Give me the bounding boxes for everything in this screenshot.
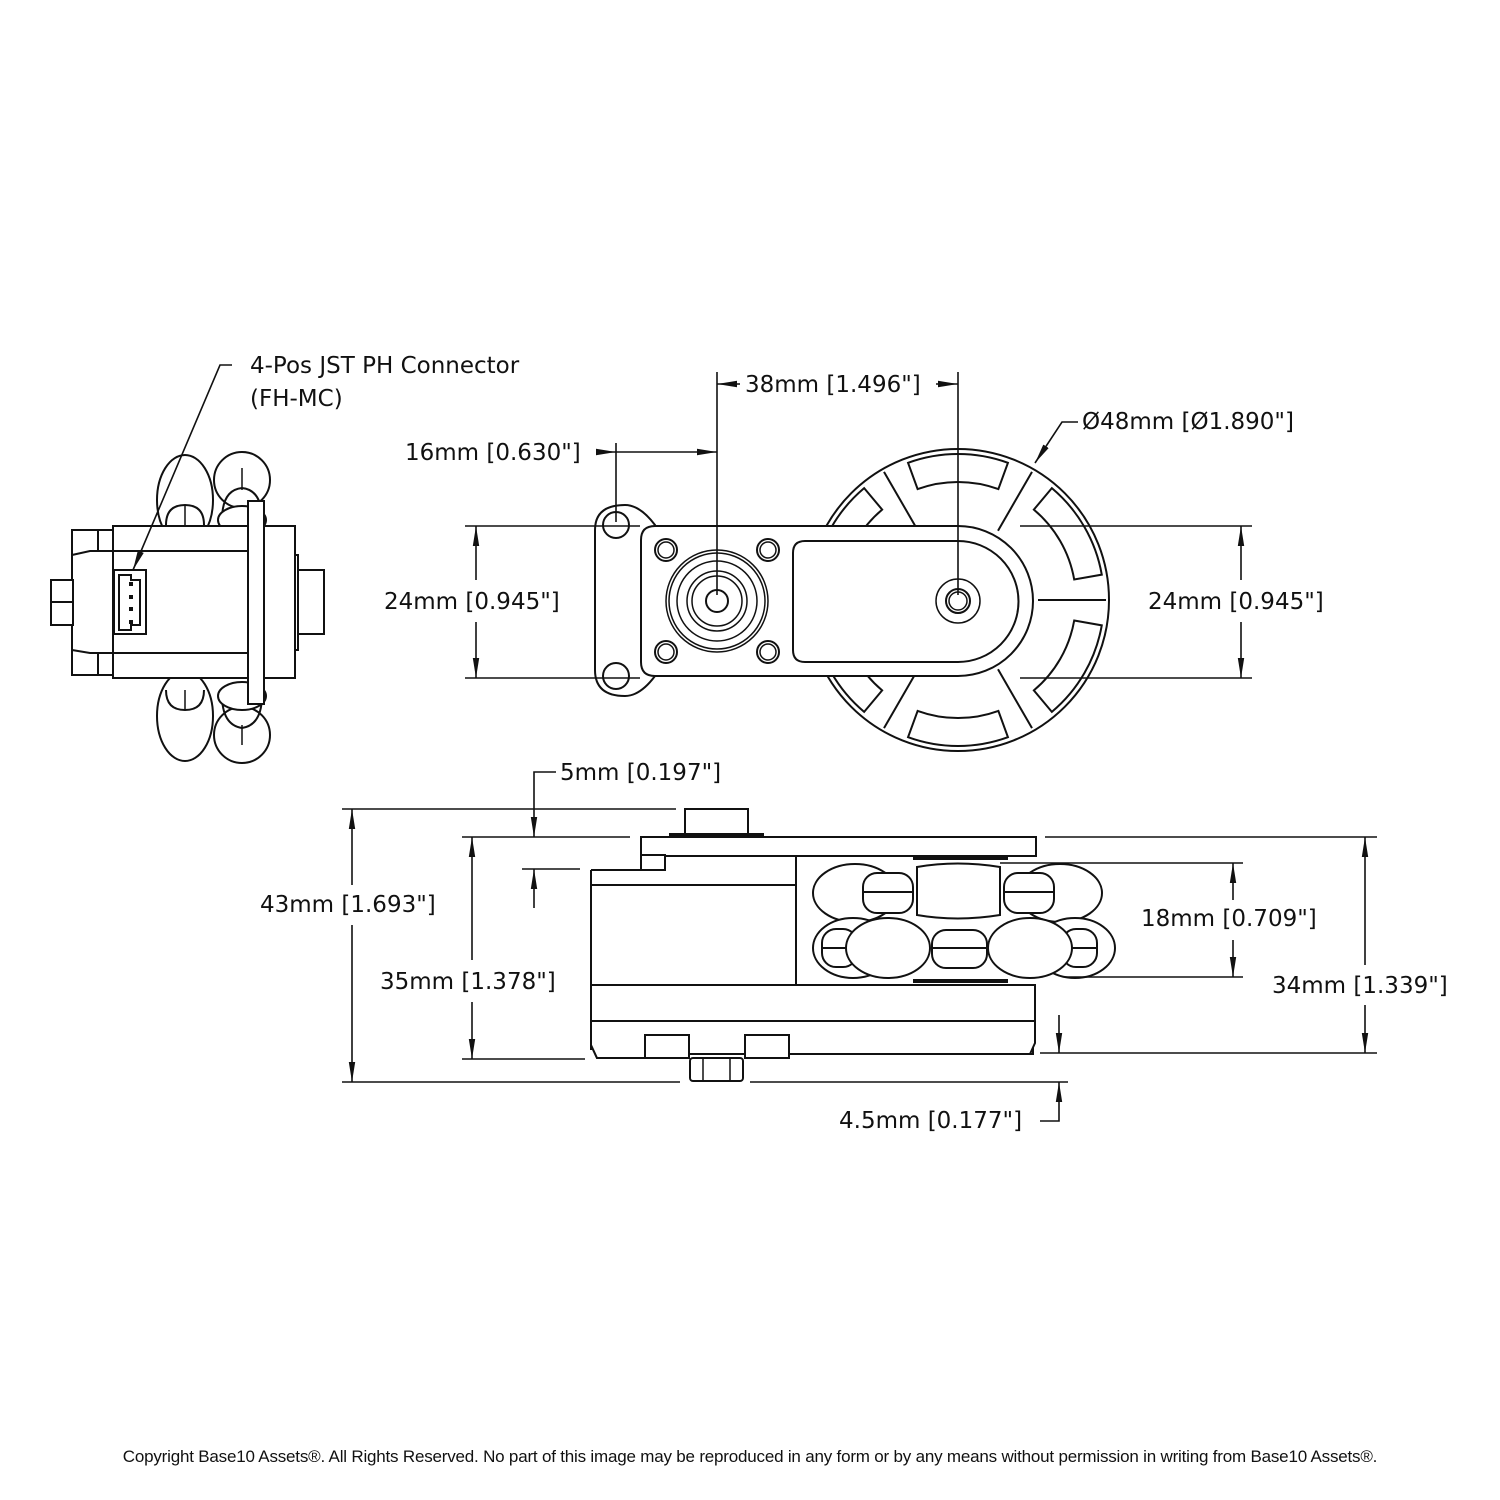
dim-overall-height-label: 43mm [1.693"] (260, 892, 436, 918)
dim-arm-height-label: 34mm [1.339"] (1272, 973, 1448, 999)
front-view-rollers (812, 862, 1116, 979)
dim-bracket-height-right-label: 24mm [0.945"] (1148, 589, 1324, 615)
wheel-roller (906, 709, 1010, 747)
dim-wheel-width-label: 18mm [0.709"] (1141, 906, 1317, 932)
front-view (590, 808, 1116, 1082)
dim-body-height: 35mm [1.378"] (380, 837, 585, 1060)
dim-center-distance-label: 38mm [1.496"] (745, 372, 921, 398)
connector-callout: 4-Pos JST PH Connector (FH-MC) (132, 353, 520, 571)
wheel-spoke (997, 471, 1033, 532)
dim-mount-offset: 16mm [0.630"] (405, 440, 717, 522)
wheel-spoke (997, 668, 1033, 729)
connector-callout-line1: 4-Pos JST PH Connector (250, 353, 520, 379)
dim-mount-offset-label: 16mm [0.630"] (405, 440, 581, 466)
wheel-roller (1032, 619, 1103, 714)
dim-nut-protrusion: 4.5mm [0.177"] (839, 1015, 1063, 1134)
dim-wheel-width: 18mm [0.709"] (1000, 862, 1317, 978)
mount-hole-bottom (602, 662, 630, 690)
dim-wheel-diameter-label: Ø48mm [Ø1.890"] (1082, 409, 1294, 435)
side-view-flange (247, 500, 265, 705)
wheel-roller (1032, 486, 1103, 581)
side-view (50, 451, 325, 764)
dim-bracket-height-right: 24mm [0.945"] (1020, 525, 1324, 679)
dim-bracket-height-left-label: 24mm [0.945"] (384, 589, 560, 615)
connector-callout-line2: (FH-MC) (250, 386, 343, 412)
copyright-notice: Copyright Base10 Assets®. All Rights Res… (122, 1447, 1378, 1466)
dim-arm-height: 34mm [1.339"] (1040, 836, 1448, 1054)
dim-center-distance: 38mm [1.496"] (716, 372, 959, 595)
servo-arm (640, 525, 1034, 677)
front-view-nut (689, 1057, 744, 1082)
dim-bracket-height-left: 24mm [0.945"] (384, 525, 640, 679)
top-view (594, 448, 1110, 752)
dim-overall-height: 43mm [1.693"] (260, 809, 1068, 1083)
front-view-lower-arm (590, 984, 1036, 1022)
dim-wheel-diameter: Ø48mm [Ø1.890"] (1034, 409, 1294, 464)
servo-screw-holes (654, 538, 780, 664)
dim-body-height-label: 35mm [1.378"] (380, 969, 556, 995)
dim-cap-height-label: 5mm [0.197"] (560, 760, 721, 786)
wheel-spoke (883, 668, 919, 729)
front-view-upper-arm (640, 836, 1037, 857)
jst-connector (113, 569, 147, 635)
wheel-spoke (883, 471, 919, 532)
front-view-cap (684, 808, 749, 836)
dim-nut-protrusion-label: 4.5mm [0.177"] (839, 1108, 1022, 1134)
dim-cap-height: 5mm [0.197"] (342, 760, 721, 908)
